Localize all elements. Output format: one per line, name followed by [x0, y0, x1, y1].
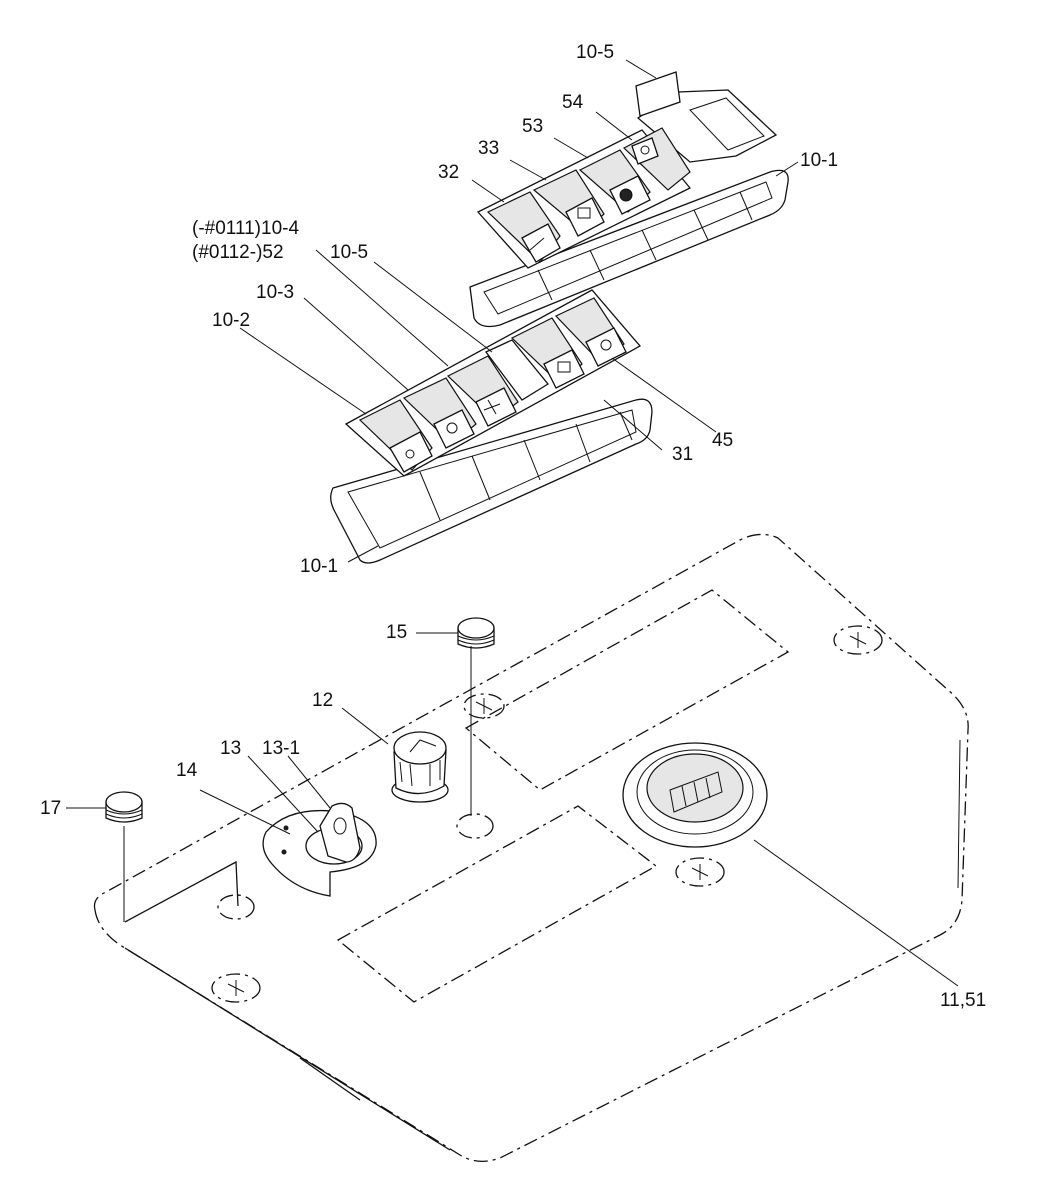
label-10-1-bot: 10-1 [300, 556, 338, 577]
label-15: 15 [386, 622, 407, 643]
label-53: 53 [522, 116, 543, 137]
console-housing [93, 533, 969, 1162]
label-45: 45 [712, 430, 733, 451]
label-33: 33 [478, 138, 499, 159]
upper-switch-panel [469, 71, 789, 328]
label-10-3: 10-3 [256, 282, 294, 303]
label-54: 54 [562, 92, 584, 113]
label-13-1: 13-1 [262, 738, 300, 759]
lower-switch-panel [330, 289, 653, 564]
hour-meter [622, 742, 768, 848]
label-17: 17 [40, 798, 61, 819]
cap-15 [457, 617, 495, 649]
label-32: 32 [438, 162, 459, 183]
ignition-key-switch [262, 802, 377, 897]
label-52: (#0112-)52 [192, 242, 284, 263]
screw-icon [211, 625, 883, 1003]
label-10-1-top: 10-1 [800, 150, 838, 171]
part-labels: 10-5 54 53 33 32 10-1 (-#0111)10-4 (#011… [40, 42, 986, 1011]
label-11-51: 11,51 [940, 990, 986, 1011]
label-10-4: (-#0111)10-4 [192, 218, 299, 239]
leader-lines [66, 59, 959, 987]
label-10-2: 10-2 [212, 310, 250, 331]
label-14: 14 [176, 760, 198, 781]
label-10-5-mid: 10-5 [330, 242, 368, 263]
label-13: 13 [220, 738, 241, 759]
lighter [391, 731, 449, 803]
cap-17 [105, 791, 143, 823]
label-31: 31 [672, 444, 693, 465]
label-12: 12 [312, 690, 333, 711]
label-10-5-top: 10-5 [576, 42, 614, 63]
